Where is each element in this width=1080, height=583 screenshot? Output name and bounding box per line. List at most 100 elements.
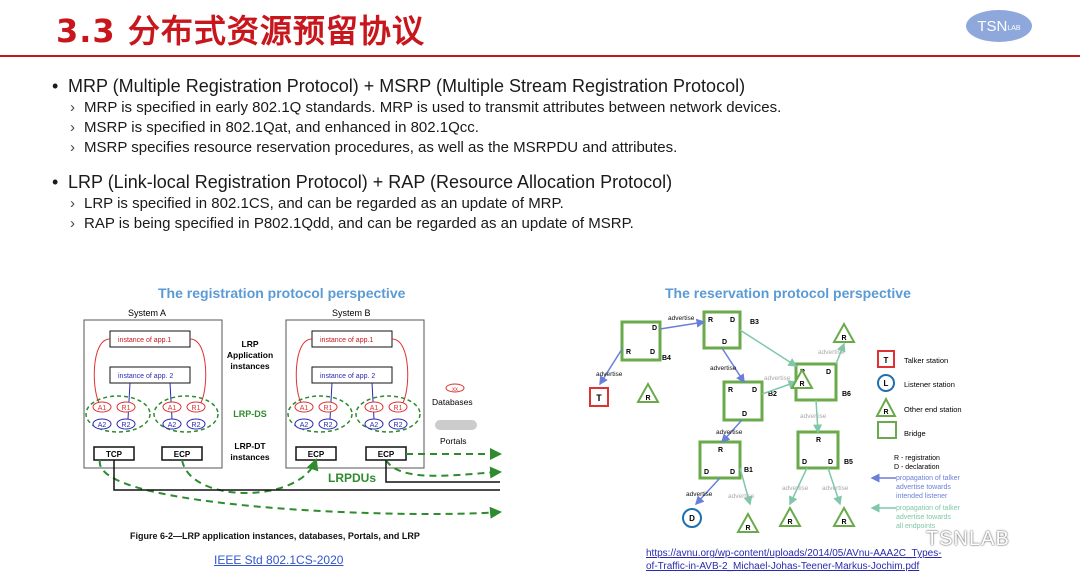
ecp-connection: [385, 460, 500, 483]
bullet-dot-icon: •: [52, 172, 59, 192]
end-station-r: R: [645, 395, 650, 402]
legend-talker-label: Talker station: [904, 356, 948, 365]
bridge-b4: [620, 320, 662, 362]
instance-app1-a-label: instance of app.1: [118, 337, 171, 344]
chevron-right-icon: ›: [70, 139, 75, 156]
avnu-link[interactable]: https://avnu.org/wp-content/uploads/2014…: [646, 547, 942, 573]
tcp-label: TCP: [106, 450, 123, 459]
red-arc: [391, 338, 409, 405]
chevron-right-icon: ›: [70, 195, 75, 212]
lrp-dt-label: instances: [230, 452, 269, 462]
database-key-label: xx: [452, 387, 458, 393]
advertise-label: advertise: [596, 371, 623, 378]
lrpdu-path: [385, 459, 502, 479]
advertise-label: advertise: [716, 429, 743, 436]
page-title: 3.3 分布式资源预留协议: [56, 12, 425, 50]
lrp-dt-label: LRP-DT: [234, 441, 266, 451]
b4-label: B4: [662, 355, 671, 362]
advertise-label: advertise: [710, 365, 737, 372]
chevron-right-icon: ›: [70, 215, 75, 232]
end-station-r: R: [787, 519, 792, 526]
instance-app1-b-label: instance of app.1: [320, 337, 373, 344]
attr-r1: R1: [192, 405, 201, 412]
listener-d: D: [689, 514, 695, 523]
prop-talker-line: intended listener: [896, 493, 948, 500]
lrpdu-path: [181, 458, 319, 494]
legend-d-code: D - declaration: [894, 464, 940, 471]
attr-a2: A2: [370, 422, 379, 429]
d-label: D: [828, 459, 833, 466]
advertise-label: advertise: [800, 413, 827, 420]
system-b-box: [285, 319, 425, 469]
attr-r1: R1: [394, 405, 403, 412]
bullet-item: •MRP (Multiple Registration Protocol) + …: [52, 76, 746, 96]
red-arc: [295, 338, 313, 405]
legend-bridge-icon: [877, 421, 897, 439]
end-station-r: R: [841, 335, 846, 342]
lrpdus-label: LRPDUs: [328, 471, 376, 485]
lrp-diagram: System A System B instance of app.1 inst…: [83, 308, 502, 519]
ecp-label: ECP: [378, 450, 395, 459]
r-label: R: [718, 447, 723, 454]
lrp-ds-ellipse: [85, 395, 151, 433]
end-station: [832, 505, 856, 527]
d-label: D: [802, 459, 807, 466]
advertise-label: advertise: [764, 375, 791, 382]
d-label: D: [652, 325, 657, 332]
sub-item: ›MSRP specifies resource reservation pro…: [70, 139, 678, 156]
sub-item: ›LRP is specified in 802.1CS, and can be…: [70, 195, 564, 212]
talker-station: [589, 387, 609, 407]
d-label: D: [704, 469, 709, 476]
b5-label: B5: [844, 459, 853, 466]
databases-label: Databases: [432, 397, 473, 407]
avnu-link-line: https://avnu.org/wp-content/uploads/2014…: [646, 548, 942, 559]
bridge-b3: [702, 310, 742, 350]
lrp-app-label: LRP: [242, 339, 259, 349]
lrp-ds-label: LRP-DS: [233, 409, 267, 419]
chevron-right-icon: ›: [70, 119, 75, 136]
attr-r2: R2: [324, 422, 333, 429]
avnu-link-line: of-Traffic-in-AVB-2_Michael-Johas-Teener…: [646, 561, 920, 572]
attr-a1: A1: [300, 405, 309, 412]
legend-listener-icon: [877, 374, 895, 392]
b3-label: B3: [750, 319, 759, 326]
r-label: R: [626, 349, 631, 356]
ieee-link[interactable]: IEEE Std 802.1CS-2020: [214, 553, 344, 567]
title-rule: [0, 55, 1080, 57]
legend-t: T: [884, 356, 889, 365]
attr-a1: A1: [168, 405, 177, 412]
listener-station: [682, 508, 702, 528]
d-label: D: [730, 317, 735, 324]
instance-app2-b-label: instance of app. 2: [320, 373, 375, 380]
attr-r1: R1: [324, 405, 333, 412]
legend-talker-icon: [877, 350, 895, 368]
system-a-label: System A: [128, 308, 166, 318]
instance-app2-a-label: instance of app. 2: [118, 373, 173, 380]
talker-t: T: [596, 393, 602, 403]
b2-label: B2: [768, 391, 777, 398]
d-label: D: [752, 387, 757, 394]
attr-a1: A1: [98, 405, 107, 412]
advertise-label: advertise: [818, 349, 845, 356]
right-figure-caption: The reservation protocol perspective: [665, 285, 911, 301]
r-label: R: [708, 317, 713, 324]
bullet-list: •MRP (Multiple Registration Protocol) + …: [52, 72, 1032, 234]
advertise-label: advertise: [668, 315, 695, 322]
system-b-label: System B: [332, 308, 371, 318]
red-arc: [93, 338, 111, 405]
d-label: D: [730, 469, 735, 476]
legend-end-station-icon: [875, 396, 897, 417]
chevron-right-icon: ›: [70, 99, 75, 116]
prop-all-line: all endpoints: [896, 523, 936, 530]
d-label: D: [742, 411, 747, 418]
b6-label: B6: [842, 391, 851, 398]
bullet-dot-icon: •: [52, 76, 59, 96]
advertise-label: advertise: [782, 485, 809, 492]
b1-label: B1: [744, 467, 753, 474]
end-station-r: R: [745, 525, 750, 532]
prop-all-line: propagation of talker: [896, 505, 960, 512]
ecp-label: ECP: [308, 450, 325, 459]
end-station: [832, 321, 856, 343]
attr-a2: A2: [98, 422, 107, 429]
